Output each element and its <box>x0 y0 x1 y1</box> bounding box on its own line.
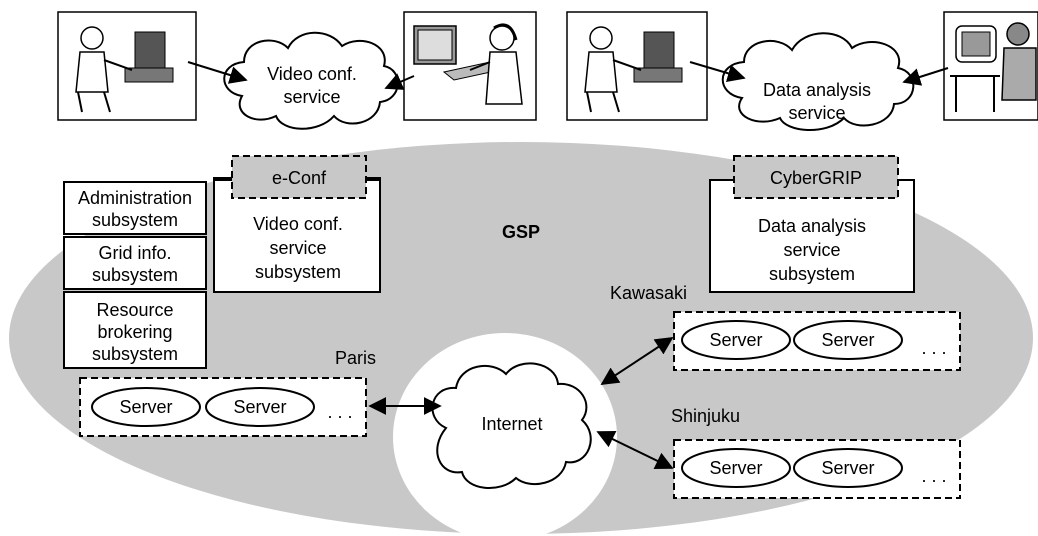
paris-server-2-label: Server <box>233 397 286 417</box>
paris-server-1-label: Server <box>119 397 172 417</box>
kawasaki-server-1-label: Server <box>709 330 762 350</box>
resource-brokering-line-3: subsystem <box>92 344 178 364</box>
shinjuku-label: Shinjuku <box>671 406 740 426</box>
kawasaki-internet-connector <box>600 337 674 385</box>
shinjuku-server-1-label: Server <box>709 458 762 478</box>
paris-server-1 <box>91 387 201 427</box>
shinjuku-server-2-label: Server <box>821 458 874 478</box>
user-at-pc-icon-2 <box>566 11 708 121</box>
kawasaki-server-2 <box>793 320 903 360</box>
shinjuku-internet-connector <box>596 430 674 470</box>
paris-label: Paris <box>335 348 376 368</box>
administration-line-2: subsystem <box>92 210 178 230</box>
kawasaki-server-1 <box>681 320 791 360</box>
resource-brokering-line-2: brokering <box>97 322 172 342</box>
video-conf-service-cloud: Video conf. service <box>223 31 399 130</box>
arrow-user4-to-data-cloud <box>902 67 949 86</box>
resource-brokering-subsystem-box: Resource brokering subsystem <box>63 291 207 369</box>
gsp-label: GSP <box>502 222 540 242</box>
shinjuku-server-2 <box>793 448 903 488</box>
operator-at-terminal-icon <box>943 11 1038 121</box>
grid-info-subsystem-box: Grid info. subsystem <box>63 236 207 290</box>
video-conf-subsystem-line-2: service <box>269 238 326 258</box>
arrow-user2-to-video-cloud <box>384 73 415 90</box>
internet-label: Internet <box>481 414 542 434</box>
paris-more: . . . <box>327 402 352 422</box>
administration-subsystem-box: Administration subsystem <box>63 181 207 235</box>
data-analysis-cloud-line-2: service <box>788 103 845 123</box>
cybergrip-tag: CyberGRIP <box>733 155 899 199</box>
kawasaki-label: Kawasaki <box>610 283 687 303</box>
administration-line-1: Administration <box>78 188 192 208</box>
grid-info-line-2: subsystem <box>92 265 178 285</box>
video-conf-subsystem-line-3: subsystem <box>255 262 341 282</box>
data-analysis-cloud-line-1: Data analysis <box>763 80 871 100</box>
user-at-pc-icon <box>57 11 197 121</box>
data-analysis-subsystem-line-2: service <box>783 240 840 260</box>
grid-info-line-1: Grid info. <box>98 243 171 263</box>
data-analysis-subsystem-line-3: subsystem <box>769 264 855 284</box>
data-analysis-service-cloud: Data analysis service <box>721 32 915 132</box>
econf-tag: e-Conf <box>231 155 367 199</box>
arrow-user3-to-data-cloud <box>689 61 746 83</box>
shinjuku-site: Shinjuku Server Server . . . <box>671 406 961 499</box>
kawasaki-site: Kawasaki Server Server . . . <box>610 283 961 371</box>
cybergrip-label: CyberGRIP <box>770 168 862 188</box>
paris-server-2 <box>205 387 315 427</box>
kawasaki-more: . . . <box>921 338 946 358</box>
video-conf-cloud-line-1: Video conf. <box>267 64 357 84</box>
shinjuku-server-1 <box>681 448 791 488</box>
arrow-user1-to-video-cloud <box>187 61 248 84</box>
woman-at-pc-icon <box>403 11 537 121</box>
video-conf-subsystem-line-1: Video conf. <box>253 214 343 234</box>
resource-brokering-line-1: Resource <box>96 300 173 320</box>
paris-site: Paris Server Server . . . <box>79 348 376 437</box>
data-analysis-subsystem-line-1: Data analysis <box>758 216 866 236</box>
econf-label: e-Conf <box>272 168 327 188</box>
kawasaki-server-2-label: Server <box>821 330 874 350</box>
shinjuku-more: . . . <box>921 466 946 486</box>
internet-cloud: Internet <box>431 362 592 490</box>
video-conf-cloud-line-2: service <box>283 87 340 107</box>
